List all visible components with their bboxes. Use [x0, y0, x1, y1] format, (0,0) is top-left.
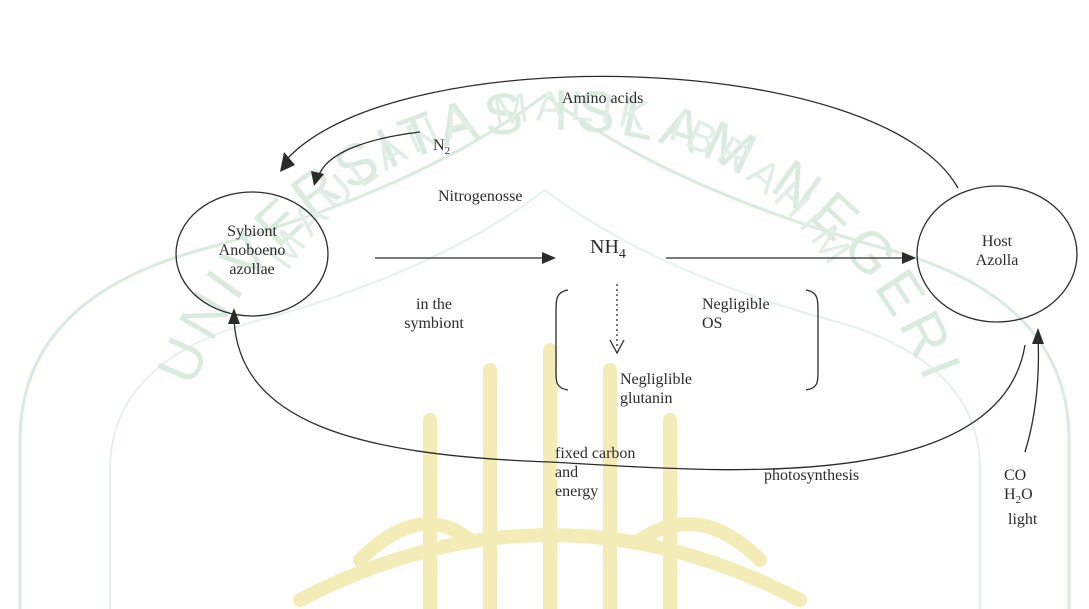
n2-label: N2	[433, 137, 451, 157]
nh4-dotted-arrowhead	[609, 339, 625, 355]
symbiont-label: Sybiont Anoboeno azollae	[202, 222, 302, 279]
photosynthesis-input-arrow	[1024, 337, 1040, 453]
watermark-inner-outline	[109, 188, 981, 609]
negligible-glutanin-label: Negliglible glutanin	[620, 371, 692, 407]
n2-arrow	[317, 131, 421, 179]
nitrogenase-label: Nitrogenosse	[438, 188, 523, 205]
watermark-inner-text: MAULANA MALIK IBRAHIM	[256, 82, 864, 277]
bracket-left	[555, 289, 569, 391]
fixed-carbon-arrow	[233, 319, 1026, 471]
n2-arrowhead	[311, 171, 324, 186]
symbiont-label-line2: Anoboeno	[218, 242, 286, 259]
photosynthesis-input-arrowhead	[1032, 328, 1044, 344]
light-label: light	[1008, 511, 1038, 528]
watermark-shield-outline	[18, 93, 1071, 609]
h2o-label: H2O	[1004, 486, 1033, 506]
photosynthesis-label: photosynthesis	[764, 467, 860, 484]
nh4-label: NH4	[590, 236, 626, 262]
host-label-line1: Host	[981, 233, 1013, 250]
symbiont-to-nh4-arrowhead	[542, 252, 556, 264]
watermark-seal: UNIVERSITAS ISLAM NEGERI MAULANA MALIK I…	[18, 78, 1071, 609]
symbiont-label-line3: azollae	[229, 261, 275, 278]
negligible-os-label: Negligible OS	[702, 296, 770, 332]
amino-acids-arrow	[287, 75, 959, 189]
amino-acids-arrowhead	[280, 152, 295, 172]
fixed-carbon-label: fixed carbon and energy	[555, 445, 636, 500]
photosynthesis-inputs-label: CO H2O light	[1004, 466, 1037, 529]
symbiont-label-line1: Sybiont	[227, 223, 277, 240]
fixed-carbon-arrowhead	[228, 308, 240, 324]
watermark-calligraphy	[293, 343, 807, 609]
host-label-line2: Azolla	[975, 252, 1019, 269]
nh4-to-host-arrowhead	[902, 252, 916, 264]
bracket-right	[805, 289, 819, 391]
symbiont-node	[175, 191, 329, 317]
host-node	[916, 185, 1078, 323]
amino-acids-label: Amino acids	[562, 90, 644, 107]
co-label: CO	[1004, 467, 1027, 484]
host-label: Host Azolla	[957, 232, 1037, 270]
in-the-symbiont-label: in the symbiont	[404, 296, 464, 332]
